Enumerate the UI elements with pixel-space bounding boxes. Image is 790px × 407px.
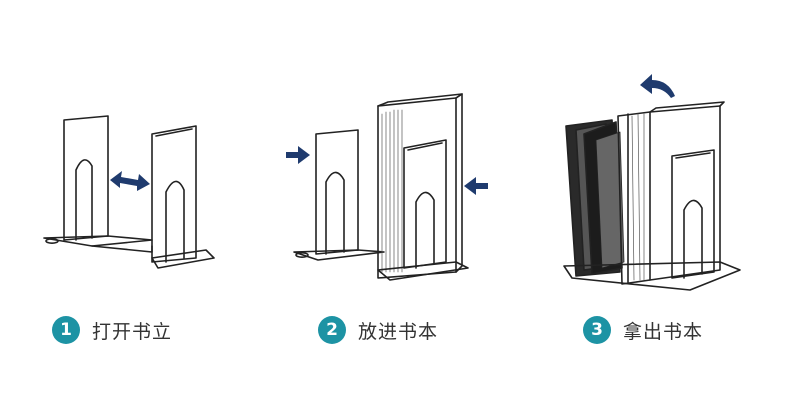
step-label: 打开书立 — [92, 320, 173, 343]
step-1: 1 打开书立 — [52, 314, 172, 346]
step-number-badge: 1 — [52, 316, 80, 344]
step-label: 拿出书本 — [623, 320, 704, 343]
illustration-insert-books — [293, 93, 469, 281]
arrow-push-right-icon — [464, 177, 488, 195]
step-number-badge: 2 — [318, 316, 346, 344]
arrow-open-icon — [110, 171, 150, 191]
illustration-open-bookend — [43, 115, 215, 269]
step-label: 放进书本 — [358, 320, 439, 343]
arrow-push-left-icon — [286, 146, 310, 164]
step-number-badge: 3 — [583, 316, 611, 344]
step-2: 2 放进书本 — [318, 314, 438, 346]
step-3: 3 拿出书本 — [583, 314, 703, 346]
arrow-lift-out-icon — [640, 74, 675, 98]
illustration-take-out-books — [563, 101, 741, 291]
